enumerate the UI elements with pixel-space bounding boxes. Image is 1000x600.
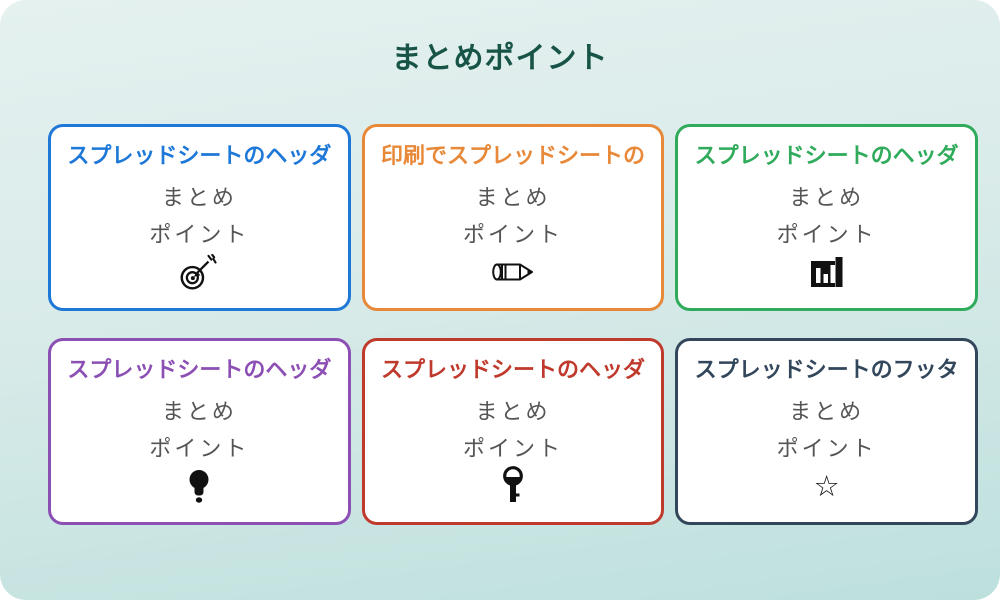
key-icon bbox=[500, 466, 526, 504]
star-glyph: ☆ bbox=[813, 468, 840, 503]
summary-card: スプレッドシートのヘッダ まとめ ポイント bbox=[48, 124, 351, 311]
card-header: スプレッドシートのヘッダ bbox=[380, 357, 645, 382]
body-line: ポイント bbox=[149, 222, 250, 248]
body-line: まとめ bbox=[475, 185, 551, 211]
body-line: まとめ bbox=[161, 185, 237, 211]
card-header: 印刷でスプレッドシートの bbox=[380, 143, 645, 168]
card-body: まとめ ポイント bbox=[463, 179, 563, 253]
card-header: スプレッドシートのヘッダ bbox=[67, 143, 332, 168]
card-header: スプレッドシートのフッタ bbox=[694, 357, 959, 382]
body-line: まとめ bbox=[789, 399, 865, 425]
star-outline-icon: ☆ bbox=[814, 468, 840, 504]
summary-card: スプレッドシートのヘッダ まとめ ポイント bbox=[48, 338, 351, 525]
summary-card: スプレッドシートのフッタ まとめ ポイント ☆ bbox=[675, 338, 978, 525]
body-line: ポイント bbox=[776, 222, 877, 248]
body-line: ポイント bbox=[462, 436, 563, 462]
summary-card: スプレッドシートのヘッダ まとめ ポイント bbox=[675, 124, 978, 311]
card-header: スプレッドシートのヘッダ bbox=[67, 357, 332, 382]
card-body: まとめ ポイント bbox=[149, 393, 249, 467]
summary-card: 印刷でスプレッドシートの まとめ ポイント bbox=[361, 124, 665, 311]
card-body: まとめ ポイント bbox=[777, 179, 877, 253]
lightbulb-icon bbox=[185, 468, 213, 504]
body-line: まとめ bbox=[161, 399, 237, 425]
summary-card: スプレッドシートのヘッダ まとめ ポイント bbox=[361, 338, 665, 525]
card-body: まとめ ポイント bbox=[463, 393, 563, 467]
card-grid: スプレッドシートのヘッダ まとめ ポイント bbox=[48, 124, 978, 525]
body-line: ポイント bbox=[149, 436, 250, 462]
body-line: ポイント bbox=[462, 222, 563, 248]
card-body: まとめ ポイント bbox=[149, 179, 249, 253]
body-line: まとめ bbox=[475, 399, 551, 425]
body-line: まとめ bbox=[789, 185, 865, 211]
bar-chart-icon bbox=[809, 254, 845, 290]
dart-target-icon bbox=[179, 254, 219, 290]
pencil-icon bbox=[490, 254, 536, 290]
card-header: スプレッドシートのヘッダ bbox=[694, 143, 959, 168]
body-line: ポイント bbox=[776, 436, 877, 462]
card-body: まとめ ポイント bbox=[777, 393, 877, 467]
page-title: まとめポイント bbox=[391, 42, 609, 75]
